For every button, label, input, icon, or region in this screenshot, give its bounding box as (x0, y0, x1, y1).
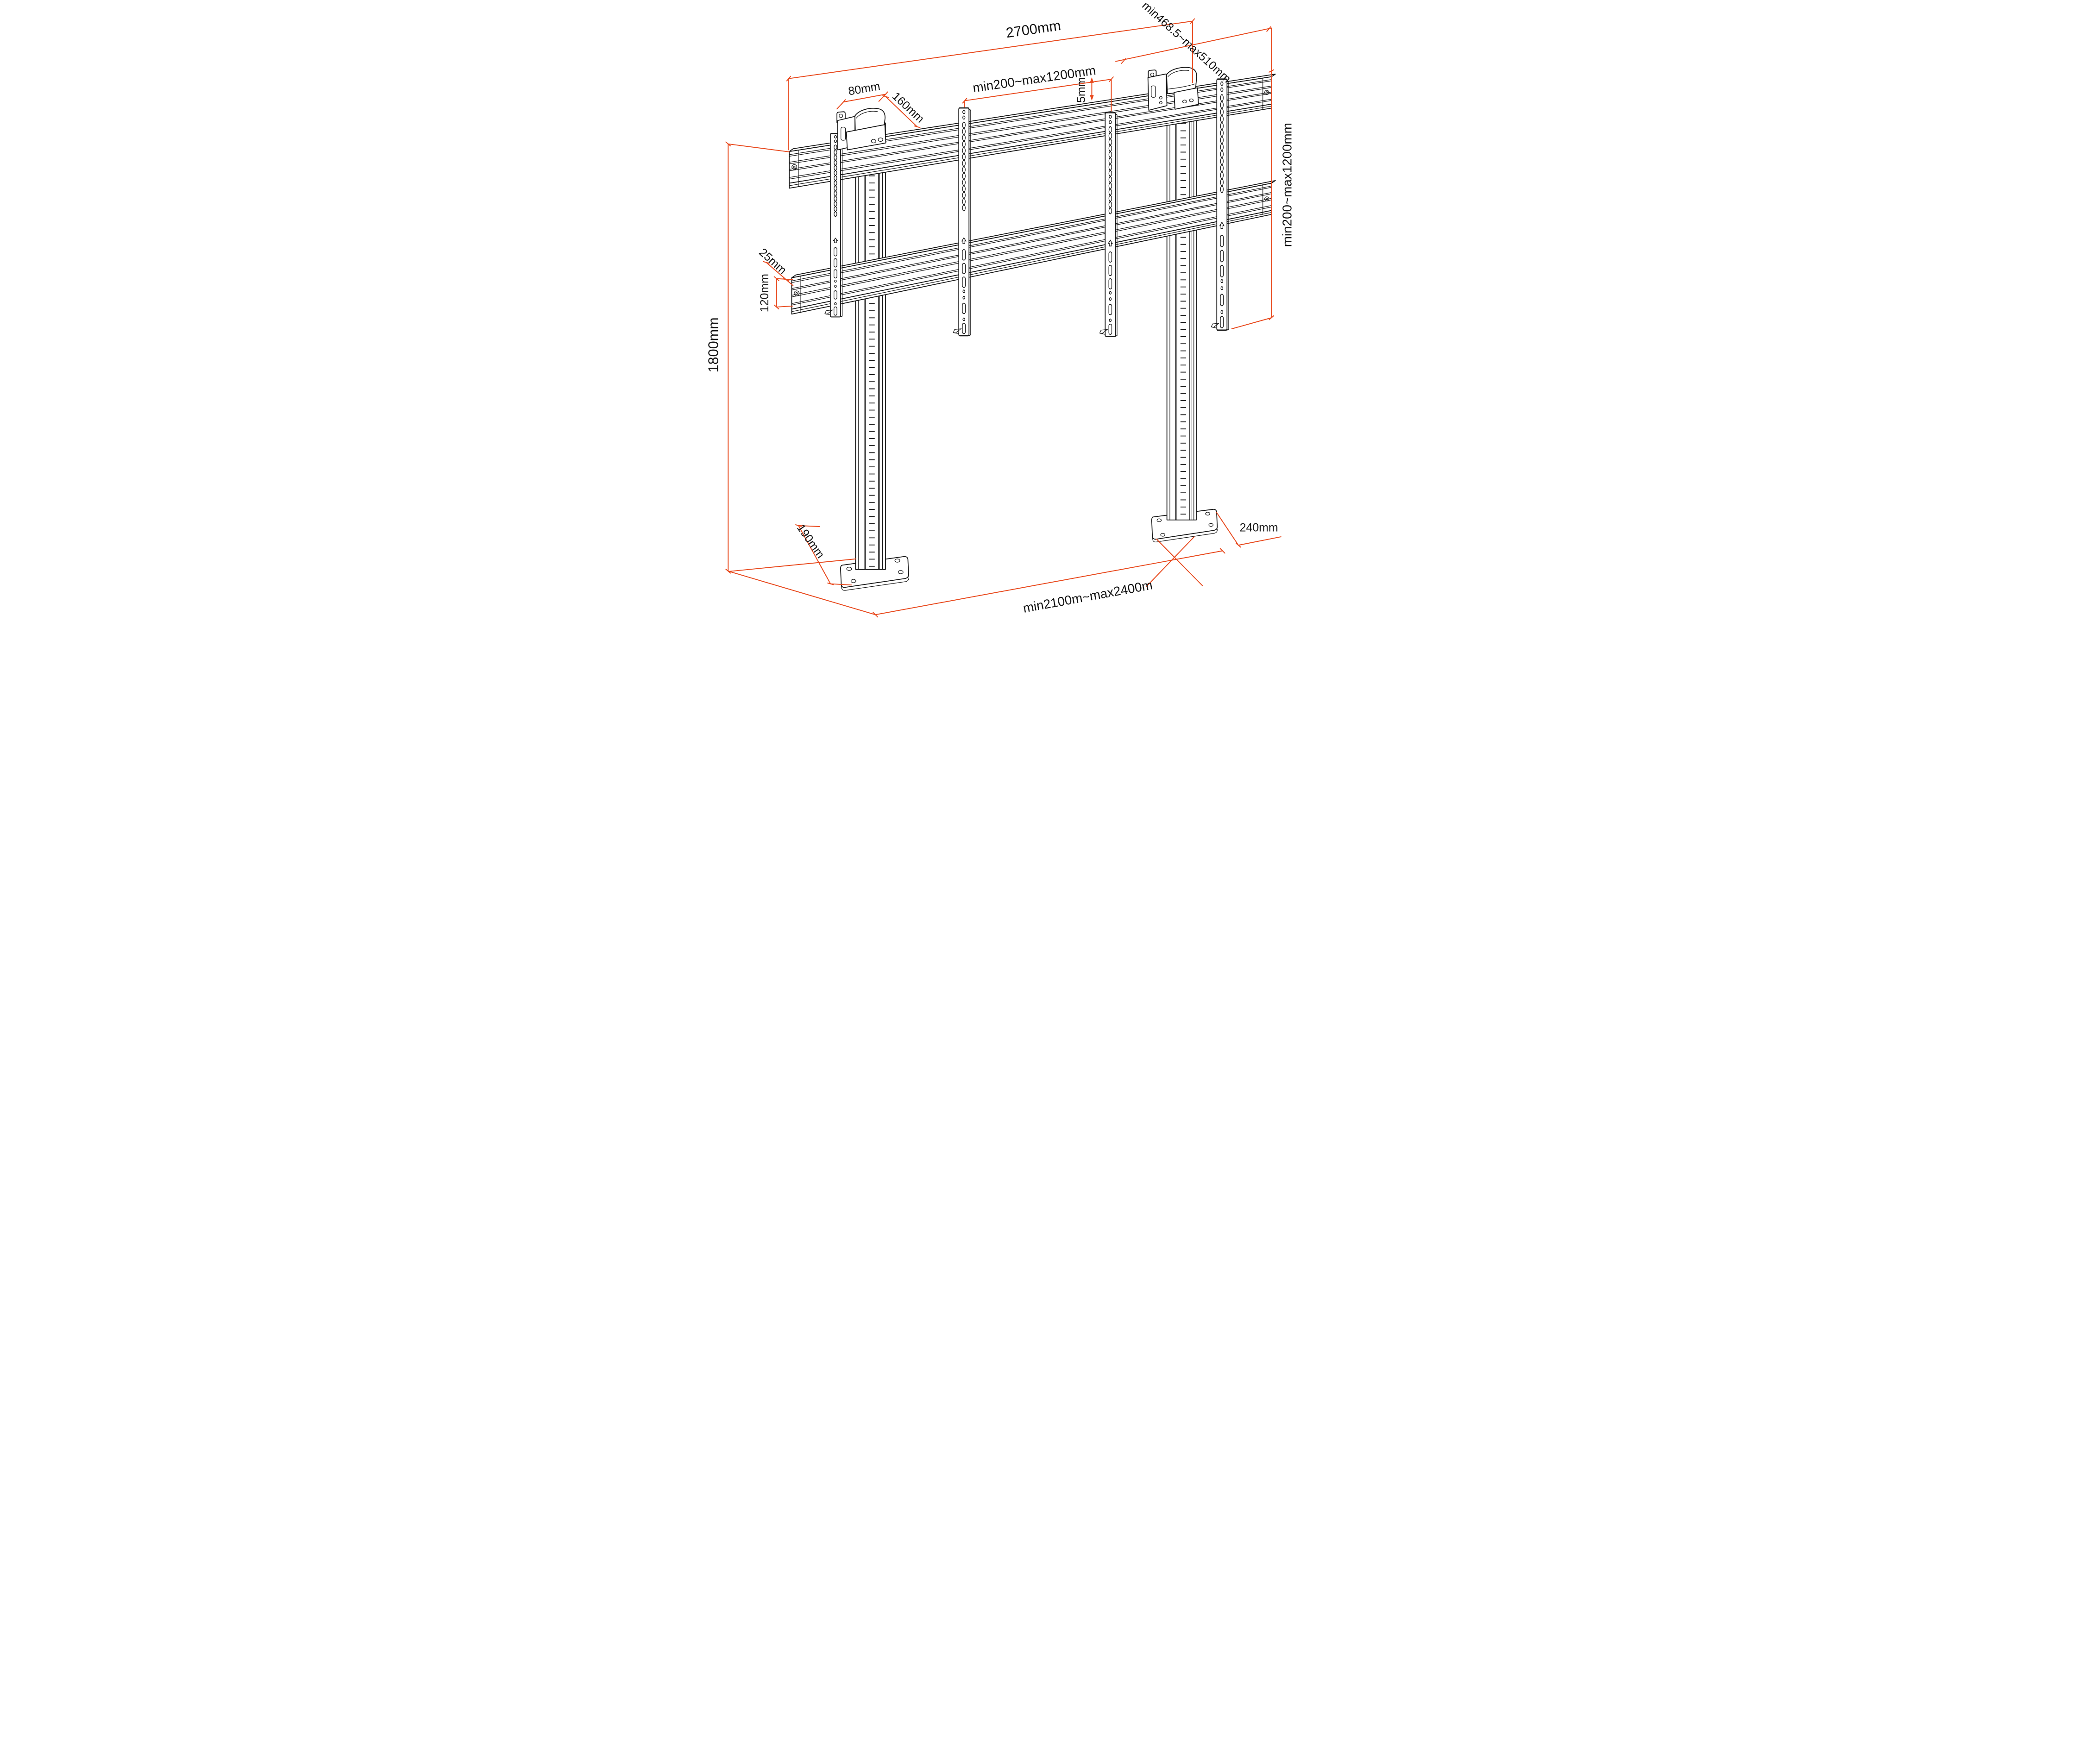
left-pole (855, 122, 886, 570)
vesa-strip-4 (1211, 78, 1229, 331)
label-bracket-span-right: min200~max1200mm (1280, 123, 1294, 247)
label-clamp-depth: 160mm (889, 90, 926, 126)
label-rail-depth: 25mm (756, 246, 789, 277)
stand-dimension-diagram: 2700mm min200~max1200mm 5mm min468.5~max… (669, 0, 1410, 629)
bottom-rail (791, 180, 1276, 315)
dimension-5mm (1089, 77, 1094, 101)
right-camera-mount (1147, 67, 1199, 111)
right-pole (1166, 91, 1197, 521)
label-pole-spacing: min2100m~max2400m (1022, 578, 1153, 615)
vesa-strip-2 (953, 107, 971, 337)
vesa-strip-1 (824, 133, 843, 318)
label-total-width: 2700mm (1005, 18, 1061, 41)
dimension-1800mm (725, 141, 790, 574)
dimension-floor-span (727, 536, 1225, 618)
label-stand-height: 1800mm (705, 317, 721, 372)
label-clamp-width: 80mm (847, 80, 881, 98)
dimension-right-span (1231, 69, 1274, 329)
label-rail-offset: 5mm (1075, 77, 1088, 103)
label-base-depth: 190mm (794, 522, 827, 561)
left-camera-mount (836, 107, 886, 151)
label-rail-height: 120mm (758, 274, 771, 312)
dimension-190mm (795, 524, 852, 586)
dimension-240mm (1216, 512, 1281, 548)
label-base-width: 240mm (1239, 521, 1278, 534)
dimension-top-span (962, 76, 1114, 112)
vesa-strip-3 (1099, 112, 1118, 337)
dimension-160mm (882, 95, 920, 128)
dimension-camera-span (1115, 26, 1272, 319)
dimension-120mm (773, 276, 793, 310)
dimension-2700mm (786, 18, 1195, 151)
technical-drawing-page: 2700mm min200~max1200mm 5mm min468.5~max… (669, 0, 1410, 629)
